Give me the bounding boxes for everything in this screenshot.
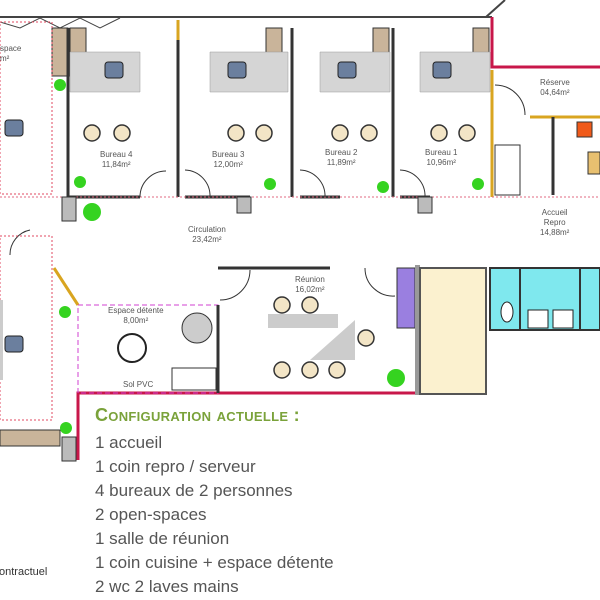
config-list: 1 accueil 1 coin repro / serveur 4 burea… [95,431,334,599]
footnote: ontractuel [0,566,48,578]
top-wall [0,0,506,29]
config-title: Configuration actuelle : [95,405,300,425]
open-space-bottom [0,21,53,421]
config-item: 1 salle de réunion [95,529,230,548]
config-item: 1 accueil [95,433,163,452]
doors [9,84,526,301]
floor-material-label: Sol PVC [123,380,154,389]
config-item: 2 wc 2 laves mains [95,577,239,596]
visitor-seats [83,124,476,379]
detente-area [77,304,220,394]
config-item: 1 coin cuisine + espace détente [95,553,334,572]
plant-icons [54,79,484,434]
config-item: 4 bureaux de 2 personnes [95,481,293,500]
desk-chairs [4,61,452,353]
config-item: 2 open-spaces [95,505,207,524]
config-item: 1 coin repro / serveur [95,457,256,476]
desks [69,51,491,93]
